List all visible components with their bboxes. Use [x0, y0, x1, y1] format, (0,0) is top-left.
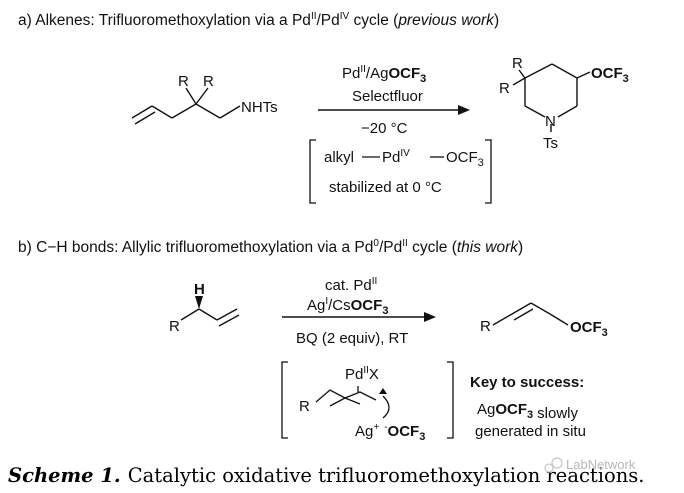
product-a-ocf3: OCF3	[591, 65, 629, 85]
reagents-a-selectfluor: Selectfluor	[352, 88, 423, 105]
part-b-heading: b) C−H bonds: Allylic trifluoromethoxyla…	[18, 238, 523, 256]
scheme-caption: Scheme 1.Catalytic oxidative trifluorome…	[8, 464, 644, 487]
substrate-b-h: H	[194, 281, 205, 298]
watermark-logo-icon	[551, 457, 563, 469]
product-a-r-left: R	[499, 80, 510, 97]
product-a-ring	[512, 63, 591, 132]
reagents-b-ag: AgI/CsOCF3	[307, 296, 388, 317]
reaction-arrow-b	[282, 312, 436, 322]
intermediate-a-bracket	[309, 139, 492, 204]
nucleophile-curved-arrow-head	[379, 388, 387, 394]
product-a-ts: Ts	[543, 135, 558, 152]
reagents-b-conditions: BQ (2 equiv), RT	[296, 330, 408, 347]
product-b-structure	[492, 302, 569, 326]
substrate-a-structure	[131, 87, 241, 125]
intermediate-a-pd: PdIV	[382, 148, 410, 166]
product-b-r: R	[480, 318, 491, 335]
product-a-n: N	[545, 113, 556, 130]
product-b-ocf3: OCF3	[570, 319, 608, 339]
intermediate-a-note: stabilized at 0 °C	[329, 179, 442, 196]
substrate-b-wedge-bond	[195, 296, 203, 309]
substrate-a-r1: R	[178, 73, 189, 90]
complex-b-pdx: PdIIX	[345, 365, 379, 383]
reagents-b-cat: cat. PdII	[325, 276, 377, 294]
substrate-a-r2: R	[203, 73, 214, 90]
watermark-text: LabNetwork	[566, 457, 636, 472]
complex-b-r: R	[299, 398, 310, 415]
reagents-a-line1: PdII/AgOCF3	[342, 64, 426, 85]
intermediate-a-alkyl: alkyl	[324, 149, 354, 166]
intermediate-a-ocf3: OCF3	[446, 149, 484, 169]
product-a-r-top: R	[512, 55, 523, 72]
part-a-heading: a) Alkenes: Trifluoromethoxylation via a…	[18, 11, 499, 29]
reaction-arrow-a	[318, 105, 470, 115]
key-to-success-title: Key to success:	[470, 374, 584, 391]
complex-b-counterion: Ag+-OCF3	[355, 422, 425, 443]
substrate-a-nhts: NHTs	[241, 99, 278, 116]
complex-b-bracket	[281, 361, 454, 439]
temperature-a: −20 °C	[361, 120, 408, 137]
substrate-b-r: R	[169, 318, 180, 335]
watermark: LabNetwork	[544, 457, 636, 473]
substrate-b-structure	[180, 308, 240, 327]
key-to-success-line2: generated in situ	[475, 423, 586, 440]
